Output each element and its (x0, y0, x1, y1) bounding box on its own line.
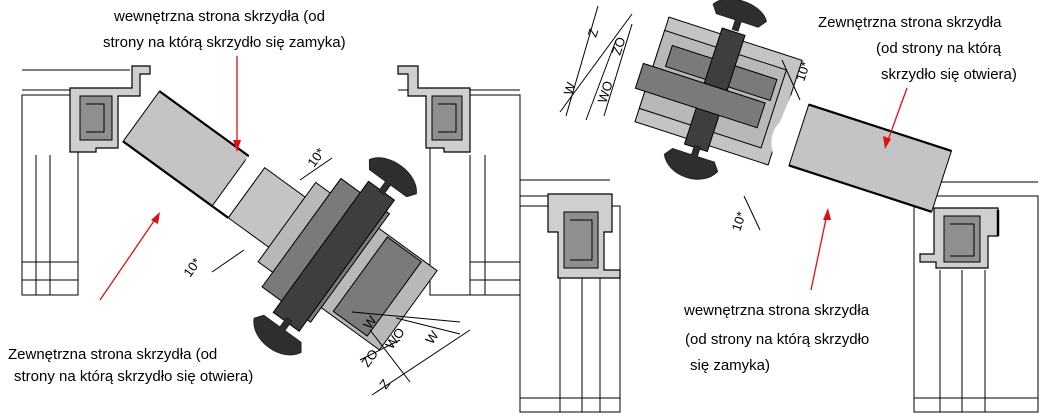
right-outer-label-line-3: skrzydło się otwiera) (881, 66, 1017, 83)
right-outer-label-line-2: (od strony na którą (876, 40, 1002, 57)
right-drawing: Z ZO WO W 10* 10* Zewnętrzna strona skrz… (519, 0, 1039, 413)
left-outer-arrow (99, 212, 160, 301)
left-drawing: 10* 10* W WO ZO W Z wewnętrzna strona sk… (8, 8, 521, 396)
left-inner-label-line-2: strony na którą skrzydło się zamyka) (103, 34, 346, 51)
right-dimension-lines (559, 5, 801, 231)
right-inner-arrow (810, 208, 831, 291)
right-dim-zo: ZO (609, 35, 629, 57)
left-outer-label-line-2: strony na którą skrzydło się otwiera) (14, 368, 253, 385)
left-outer-label-line-1: Zewnętrzna strona skrzydła (od (8, 346, 217, 363)
left-dim-w: W (422, 327, 442, 346)
right-dim-z: Z (585, 27, 602, 39)
right-dim-wo: WO (595, 79, 616, 105)
right-left-frame-profile (547, 193, 621, 279)
left-dim-zo: ZO (358, 346, 381, 369)
right-outer-arrow (883, 87, 908, 149)
left-frame-profile (69, 65, 151, 153)
left-sash-assembly (122, 90, 438, 356)
right-dim-10-top: 10* (793, 60, 813, 83)
right-right-frame-profile (919, 207, 1000, 269)
right-outer-label-line-1: Zewnętrzna strona skrzydła (818, 14, 1002, 31)
right-inner-label-line-3: się zamyka) (690, 357, 770, 374)
left-inner-arrow (233, 56, 241, 152)
left-dim-10-top: 10* (304, 145, 328, 170)
right-dim-10-bottom: 10* (729, 210, 749, 233)
left-inner-label-line-1: wewnętrzna strona skrzydła (od (113, 8, 325, 25)
left-wall-lines (21, 69, 521, 296)
right-sash-assembly (634, 0, 953, 213)
left-dim-z: Z (376, 376, 393, 391)
right-frame-profile (397, 65, 471, 153)
left-dim-10-bottom: 10* (180, 255, 204, 280)
right-dim-w: W (561, 80, 579, 97)
right-inner-label-line-2: (od strony na którą skrzydło (685, 331, 869, 348)
right-inner-label-line-1: wewnętrzna strona skrzydła (683, 302, 870, 319)
left-dimension-lines (211, 157, 471, 396)
